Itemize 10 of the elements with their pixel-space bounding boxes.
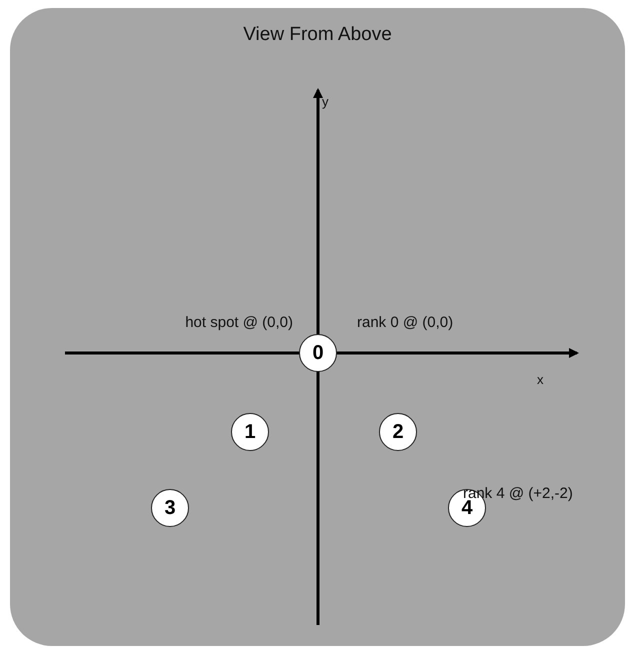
numbered-circle: 0 (299, 334, 337, 372)
axis-label: y (322, 94, 328, 109)
heading: View From Above (243, 24, 392, 46)
position-label: rank 0 @ (0,0) (357, 314, 454, 331)
axis-label: x (537, 372, 544, 387)
position-label: hot spot @ (0,0) (185, 314, 293, 331)
numbered-circle: 2 (379, 413, 417, 451)
numbered-circle: 1 (231, 413, 269, 451)
panel-background (10, 8, 625, 646)
numbered-circle: 3 (151, 489, 189, 527)
